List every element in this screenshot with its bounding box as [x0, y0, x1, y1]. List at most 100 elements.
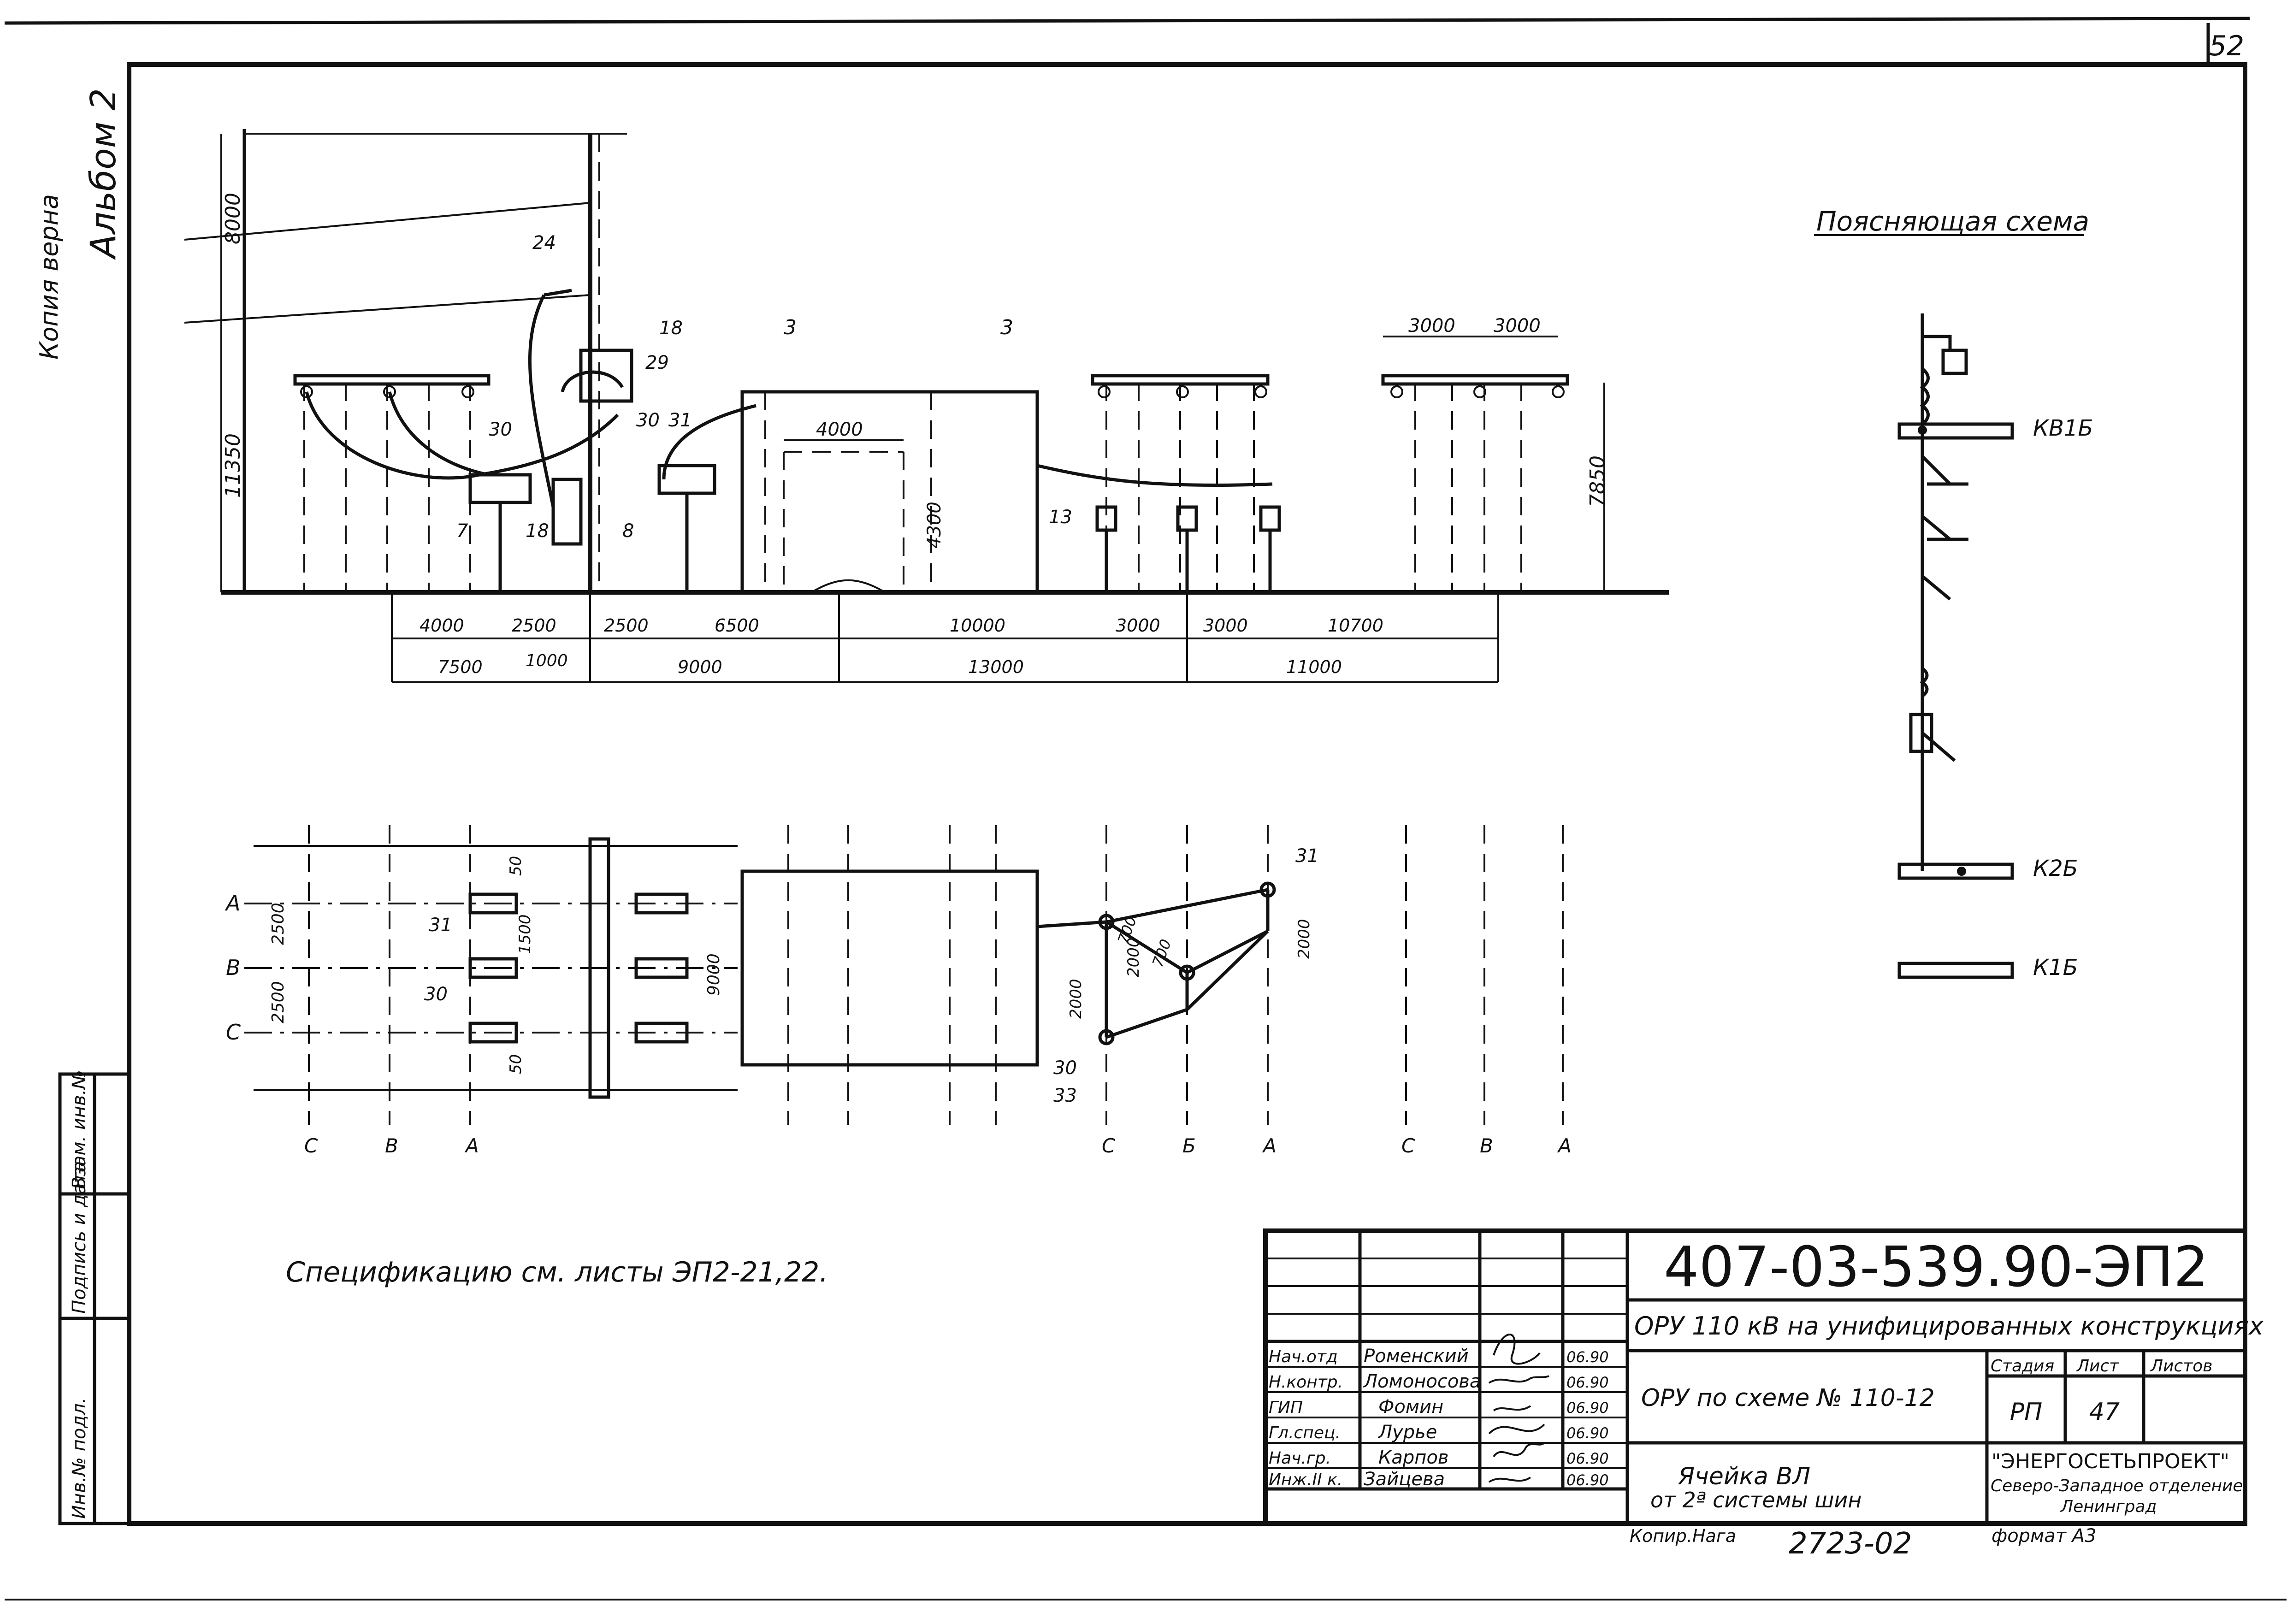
dim-vertical-8000: 8000: [221, 193, 245, 244]
org-city: Ленинград: [2060, 1497, 2157, 1516]
callout-24: 24: [532, 232, 556, 254]
side-stamp: Инв.№ подл. Подпись и дата Взам. инв.№: [58, 1070, 131, 1525]
staff-date-4: 06.90: [1566, 1424, 1609, 1442]
dim-row2-1: 1000: [526, 651, 568, 670]
callout-8: 8: [622, 520, 634, 542]
sheets-header: Листов: [2150, 1357, 2212, 1376]
staff-date-1: 06.90: [1566, 1348, 1609, 1366]
copied-by: Копир.Нага: [1630, 1526, 1736, 1546]
plan-bottom-label-3: А: [464, 1134, 479, 1157]
project-subtitle: ОРУ по схеме № 110-12: [1641, 1384, 1935, 1412]
dim-row1-0: 4000: [420, 615, 464, 636]
dim-vertical-11350: 11350: [221, 433, 245, 498]
callout-3-a: 3: [784, 316, 797, 339]
org-name: "ЭНЕРГОСЕТЬПРОЕКТ": [1992, 1450, 2229, 1473]
sheet-frame: [4, 17, 2287, 1600]
staff-name-6: Зайцева: [1364, 1469, 1445, 1490]
dim-row1-6: 3000: [1203, 615, 1248, 636]
stage-value: РП: [2010, 1398, 2042, 1426]
plan-dim-9: 2000: [1124, 937, 1143, 977]
dim-row2-4: 11000: [1286, 657, 1342, 677]
staff-date-6: 06.90: [1566, 1471, 1609, 1489]
dim-vertical-4300: 4300: [924, 502, 945, 549]
staff-date-5: 06.90: [1566, 1450, 1609, 1467]
signatures: [1488, 1334, 1549, 1483]
staff-name-3: Фомин: [1378, 1396, 1443, 1417]
dim-vertical-7850: 7850: [1586, 455, 1609, 507]
staff-name-5: Карпов: [1378, 1447, 1449, 1468]
plan-callout-31-right: 31: [1295, 845, 1319, 867]
plan-dim-4: 1500: [516, 914, 534, 954]
plan-callout-33: 33: [1053, 1085, 1077, 1106]
dim-row2-0: 7500: [438, 657, 483, 677]
callout-18-top: 18: [659, 318, 683, 339]
dim-row1-1: 2500: [512, 615, 556, 636]
plan-dim-2: 50: [507, 856, 525, 876]
staff-date-3: 06.90: [1566, 1399, 1609, 1417]
plan-dim-1: 2500: [269, 981, 288, 1023]
plan-dim-5: 9000: [704, 953, 723, 996]
callout-3-b: 3: [1000, 316, 1013, 339]
phase-label-b: В: [226, 955, 241, 980]
plan-dim-10: 2000: [1295, 919, 1313, 959]
dim-top-3000-a: 3000: [1408, 315, 1455, 337]
schematic-label-k2b: К2Б: [2033, 856, 2078, 881]
copy-number: 2723-02: [1789, 1527, 1912, 1561]
elevation-view: [184, 129, 1669, 683]
sheet-number: 52: [2209, 30, 2244, 62]
plan-bottom-label-1: С: [304, 1134, 318, 1157]
plan-bottom-label-9: А: [1557, 1134, 1572, 1157]
plan-view: [244, 825, 1564, 1125]
dim-row2-2: 9000: [678, 657, 722, 677]
staff-role-6: Инж.II к.: [1269, 1470, 1342, 1489]
sheet-name-line-2: от 2ª системы шин: [1650, 1488, 1862, 1512]
stage-header: Стадия: [1991, 1357, 2054, 1376]
plan-bottom-label-8: В: [1480, 1134, 1493, 1157]
elevation-dimensions: 8000 11350 4300 7850 3000 3000 4000 4000…: [221, 193, 1609, 677]
spec-note: Спецификацию см. листы ЭП2-21,22.: [286, 1256, 828, 1288]
dim-top-3000-b: 3000: [1494, 315, 1541, 337]
callout-18-bottom: 18: [526, 520, 549, 542]
staff-name-1: Роменский: [1364, 1346, 1469, 1367]
phase-label-c: С: [226, 1020, 241, 1045]
plan-bottom-label-5: Б: [1182, 1134, 1196, 1157]
side-stamp-field-3: Взам. инв.№: [69, 1070, 90, 1189]
callout-13: 13: [1049, 507, 1072, 528]
title-block: 407-03-539.90-ЭП2 ОРУ 110 кВ на унифицир…: [1263, 1228, 2264, 1526]
plan-callout-30-right: 30: [1053, 1057, 1077, 1079]
callout-31: 31: [668, 410, 692, 431]
copy-verified-note: Копия верна: [35, 194, 64, 360]
sheet-header: Лист: [2076, 1357, 2119, 1376]
dim-row1-4: 10000: [950, 615, 1005, 636]
dim-row2-3: 13000: [968, 657, 1024, 677]
document-code: 407-03-539.90-ЭП2: [1664, 1235, 2209, 1299]
staff-role-4: Гл.спец.: [1269, 1423, 1341, 1442]
callout-29: 29: [645, 352, 669, 373]
staff-name-2: Ломоносова: [1363, 1371, 1481, 1392]
callout-30-b: 30: [636, 410, 660, 431]
callout-7: 7: [456, 520, 468, 542]
dim-row1-5: 3000: [1116, 615, 1160, 636]
plan-dim-0: 2500: [269, 903, 288, 945]
staff-name-4: Лурье: [1377, 1422, 1437, 1443]
plan-dim-7: 700: [1149, 937, 1175, 969]
album-note: Альбом 2: [83, 88, 124, 260]
sheet-name-line-1: Ячейка ВЛ: [1678, 1463, 1810, 1490]
callout-30-a: 30: [489, 419, 512, 440]
explanatory-schematic: Поясняющая схема КВ1Б К2Б К1Б: [1814, 206, 2093, 980]
sheet-format: формат А3: [1992, 1525, 2097, 1547]
plan-bottom-label-7: С: [1401, 1134, 1415, 1157]
staff-role-3: ГИП: [1269, 1398, 1303, 1417]
org-branch: Северо-Западное отделение: [1991, 1476, 2243, 1495]
dim-row1-3: 6500: [715, 615, 759, 636]
plan-bottom-label-6: А: [1262, 1134, 1277, 1157]
side-stamp-field-2: Подпись и дата: [69, 1161, 90, 1314]
dim-top-4000: 4000: [816, 419, 863, 440]
dim-row1-2: 2500: [604, 615, 649, 636]
plan-bottom-label-4: С: [1102, 1134, 1116, 1157]
plan-labels: А В С С В А С Б А С В А 2500 2500 50 50 …: [225, 845, 1572, 1157]
plan-bottom-label-2: В: [385, 1134, 398, 1157]
side-stamp-field-1: Инв.№ подл.: [69, 1398, 90, 1519]
sheet-value: 47: [2089, 1398, 2120, 1426]
